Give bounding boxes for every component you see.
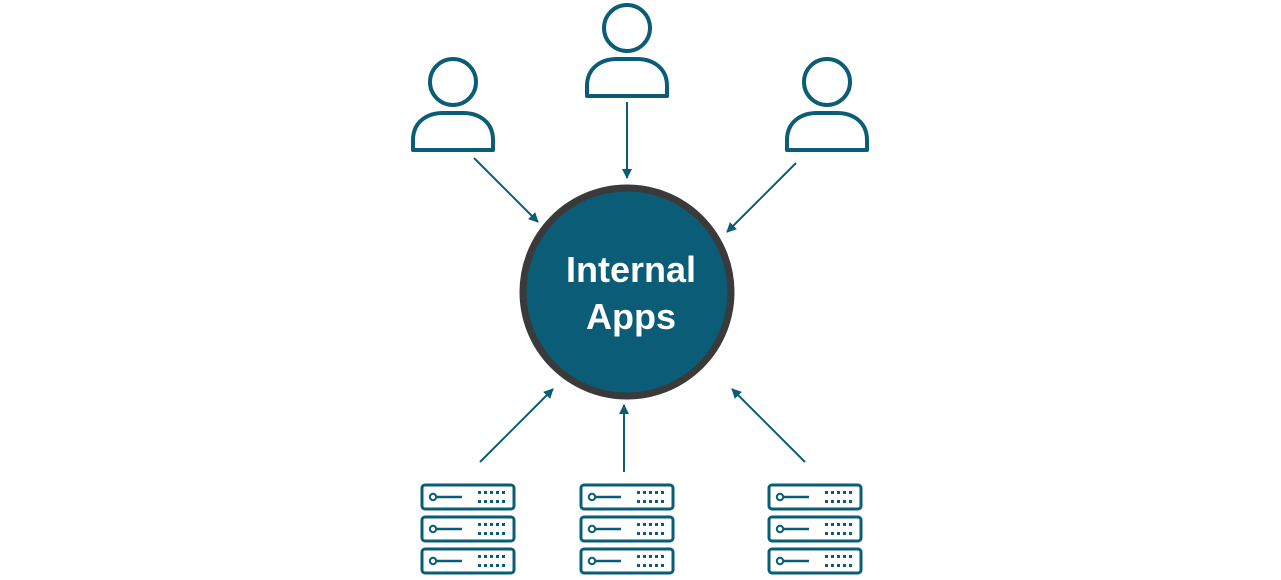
hub-label-line1: Internal — [566, 249, 696, 290]
user-node-center — [585, 3, 669, 98]
user-node-right — [785, 57, 869, 152]
server-node-right — [769, 485, 861, 573]
server-rack-icon — [422, 485, 514, 573]
internal-apps-hub: Internal Apps — [519, 184, 735, 400]
arrow-server-left-to-hub — [479, 388, 554, 463]
user-icon — [585, 3, 669, 98]
server-rack-icon — [769, 485, 861, 573]
server-node-center — [581, 485, 673, 573]
arrow-user-left-to-hub — [473, 157, 539, 223]
user-icon — [411, 57, 495, 152]
hub-circle — [519, 184, 735, 400]
user-icon — [785, 57, 869, 152]
arrow-user-right-to-hub — [726, 162, 797, 233]
hub-label-line2: Apps — [586, 296, 676, 337]
server-rack-icon — [581, 485, 673, 573]
user-node-left — [411, 57, 495, 152]
arrow-server-right-to-hub — [731, 388, 806, 463]
server-node-left — [422, 485, 514, 573]
